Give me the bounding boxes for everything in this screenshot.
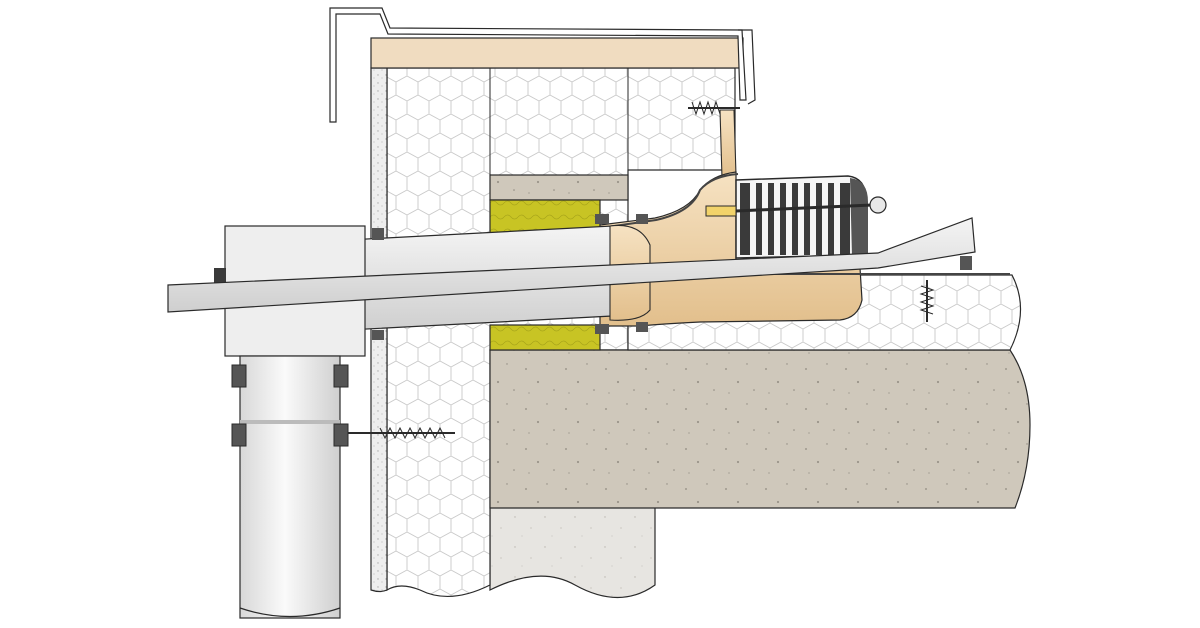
concrete-block [489,174,629,201]
drain-outlet-tube [167,217,976,313]
fixing-screws [595,100,972,334]
drain-body [599,171,863,327]
drain-wall-flange [719,109,737,179]
screw-icon [636,322,648,332]
concrete-roof-slab [489,349,1031,509]
screw-icon [595,214,609,224]
downpipe-end [239,607,341,618]
pipe-brackets [231,364,349,447]
coping-drip-edge [738,29,756,105]
downpipe [239,355,341,619]
wall-render-strip [370,67,388,593]
roof-edge-coping [329,7,747,123]
drain-bolt [705,196,887,217]
leaf-guard-grate [735,175,868,259]
sleeve-clamp [372,228,384,240]
wall-anchor [348,426,455,440]
mineral-wool-fill-lower [489,324,601,351]
screw-icon [636,214,648,224]
screw-icon [960,256,972,270]
wood-fascia-board [370,37,744,69]
concrete-wall [489,504,656,599]
screw-icon [688,100,740,116]
sleeve-clamp [372,330,384,340]
screw-icon [919,280,935,322]
screw-icon [595,324,609,334]
